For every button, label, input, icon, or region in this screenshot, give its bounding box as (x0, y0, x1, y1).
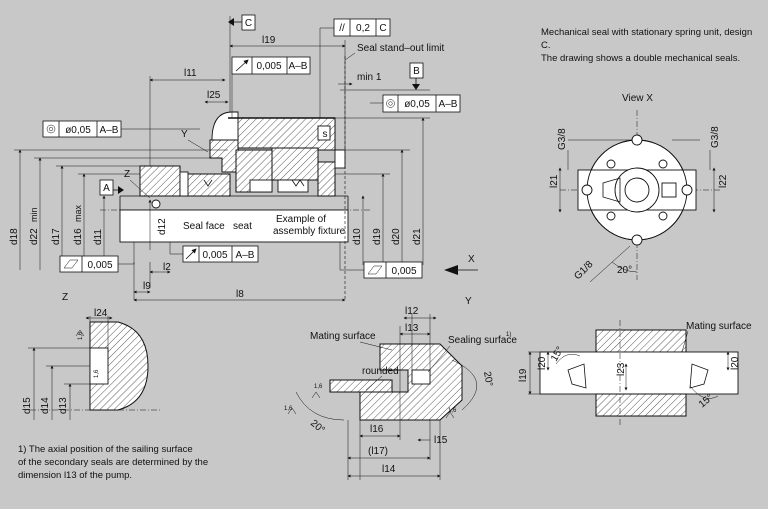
view-x-title: View X (622, 93, 653, 104)
datum-b: B (413, 66, 420, 77)
datum-a: A (103, 183, 110, 194)
view-x-l21: l21 (549, 174, 560, 188)
detail-r-l20b: l20 (730, 356, 741, 370)
detail-y-l13: l13 (405, 323, 419, 334)
detail-r-l23: l23 (616, 362, 627, 376)
dim-l2: l2 (163, 262, 171, 273)
detail-y-l12: l12 (405, 306, 419, 317)
detail-z-ra2: 1,6 (94, 369, 100, 378)
detail-r-ang-right: 15° (697, 392, 716, 410)
dim-max-label: max (73, 204, 83, 222)
detail-y-l15: l15 (434, 435, 448, 446)
sealing-surface-label: Sealing surface (448, 335, 517, 346)
conc-right-datum: A–B (439, 99, 458, 110)
view-x-angle: 20° (617, 265, 632, 276)
min1-label: min 1 (357, 72, 382, 83)
dim-d10: d10 (352, 228, 363, 245)
detail-y-ang-right: 20° (481, 371, 494, 388)
dim-d12: d12 (157, 218, 168, 235)
detail-y-l17: (l17) (368, 446, 388, 457)
conc-left-datum: A–B (100, 125, 119, 136)
dim-d11: d11 (93, 229, 104, 245)
seal-face-label: Seal face (183, 221, 225, 232)
view-x-g18: G1/8 (572, 259, 595, 282)
detail-y-ang-left: 20° (308, 418, 327, 436)
footnote-line-3: dimension l13 of the pump. (18, 470, 133, 481)
arrow-x-label: X (468, 254, 475, 265)
flat-right-value: 0,005 (391, 266, 416, 277)
detail-y-ra3: 1,6 (448, 408, 457, 414)
right-diameter-dims: d10 d19 d20 d21 (335, 117, 430, 265)
flat-left-value: 0,005 (87, 260, 112, 271)
runout-bottom-value: 0,005 (202, 250, 227, 261)
view-x: View X l21 l22 G3/8 G (549, 93, 729, 283)
mating-right-label: Mating surface (686, 321, 752, 332)
detail-z-ra1: 1,6 (78, 331, 84, 340)
detail-y-l14: l14 (382, 464, 396, 475)
dim-d19: d19 (372, 228, 383, 245)
fixture-label-1: Example of (276, 214, 326, 225)
runout-top-value: 0,005 (256, 61, 281, 72)
footnote: 1) The axial position of the sailing sur… (18, 443, 218, 482)
detail-y-ra1: 1,6 (314, 384, 323, 390)
dim-l8: l8 (236, 289, 244, 300)
datum-c: C (245, 18, 252, 29)
sealing-footnote-mark: 1) (506, 332, 511, 338)
fixture-label-2: assembly fixture (273, 226, 346, 237)
left-diameter-dims: d18 d22 min d17 d16 max d11 d12 (9, 149, 228, 270)
detail-z-d14: d14 (40, 397, 51, 414)
detail-mating: Mating surface l19 l20 l20 l23 15° 15° (518, 320, 752, 426)
conc-right-value: ø0,05 (404, 99, 430, 110)
detail-y-ra2: 1,6 (284, 406, 293, 412)
detail-z-d15: d15 (22, 397, 33, 414)
detail-z-d13: d13 (58, 397, 69, 414)
conc-left-value: ø0,05 (65, 125, 91, 136)
detail-y: Y l12 l13 Mating surface Sealing surface… (284, 296, 517, 480)
parallel-symbol: // (339, 23, 345, 34)
mating-surface-label: Mating surface (310, 331, 376, 342)
parallel-value: 0,2 (356, 23, 370, 34)
detail-y-title: Y (465, 296, 472, 307)
dim-l25: l25 (207, 90, 221, 101)
detail-r-l20: l20 (537, 356, 548, 370)
dim-d20: d20 (391, 228, 402, 245)
dim-l19: l19 (262, 35, 276, 46)
z-callout: Z (124, 169, 130, 180)
view-x-g38-left: G3/8 (557, 128, 568, 150)
detail-z-l24: l24 (94, 308, 108, 319)
footnote-line-1: 1) The axial position of the sailing sur… (18, 444, 193, 455)
dim-l9: l9 (143, 281, 151, 292)
dim-l11: l11 (184, 68, 197, 79)
dim-min-label: min (29, 207, 39, 222)
dim-d17: d17 (51, 228, 62, 245)
dim-d18: d18 (9, 228, 20, 245)
view-x-l22: l22 (718, 174, 729, 188)
view-x-g38-right: G3/8 (710, 126, 721, 148)
dim-d21: d21 (412, 228, 423, 245)
runout-bottom-datum: A–B (236, 250, 255, 261)
dim-d16: d16 (73, 228, 84, 245)
detail-z: Z l24 1,6 1,6 d15 d14 d13 (22, 292, 160, 420)
parallel-datum: C (379, 23, 386, 34)
runout-top-datum: A–B (289, 61, 308, 72)
description-note: Mechanical seal with stationary spring u… (541, 26, 761, 65)
seat-label: seat (233, 221, 252, 232)
y-callout: Y (181, 129, 188, 140)
detail-r-l19: l19 (518, 368, 529, 382)
main-section-view: s Seal face seat Example of assembly fix… (9, 14, 478, 302)
label-s: s (323, 129, 328, 140)
description-line-1: Mechanical seal with stationary spring u… (541, 27, 753, 51)
detail-y-l16: l16 (370, 424, 384, 435)
dim-d22: d22 (29, 228, 40, 245)
rounded-label: rounded (362, 366, 399, 377)
seal-standout-label: Seal stand–out limit (357, 43, 444, 54)
description-line-2: The drawing shows a double mechanical se… (541, 53, 741, 64)
footnote-line-2: of the secondary seals are determined by… (18, 457, 209, 468)
detail-z-title: Z (62, 292, 68, 303)
